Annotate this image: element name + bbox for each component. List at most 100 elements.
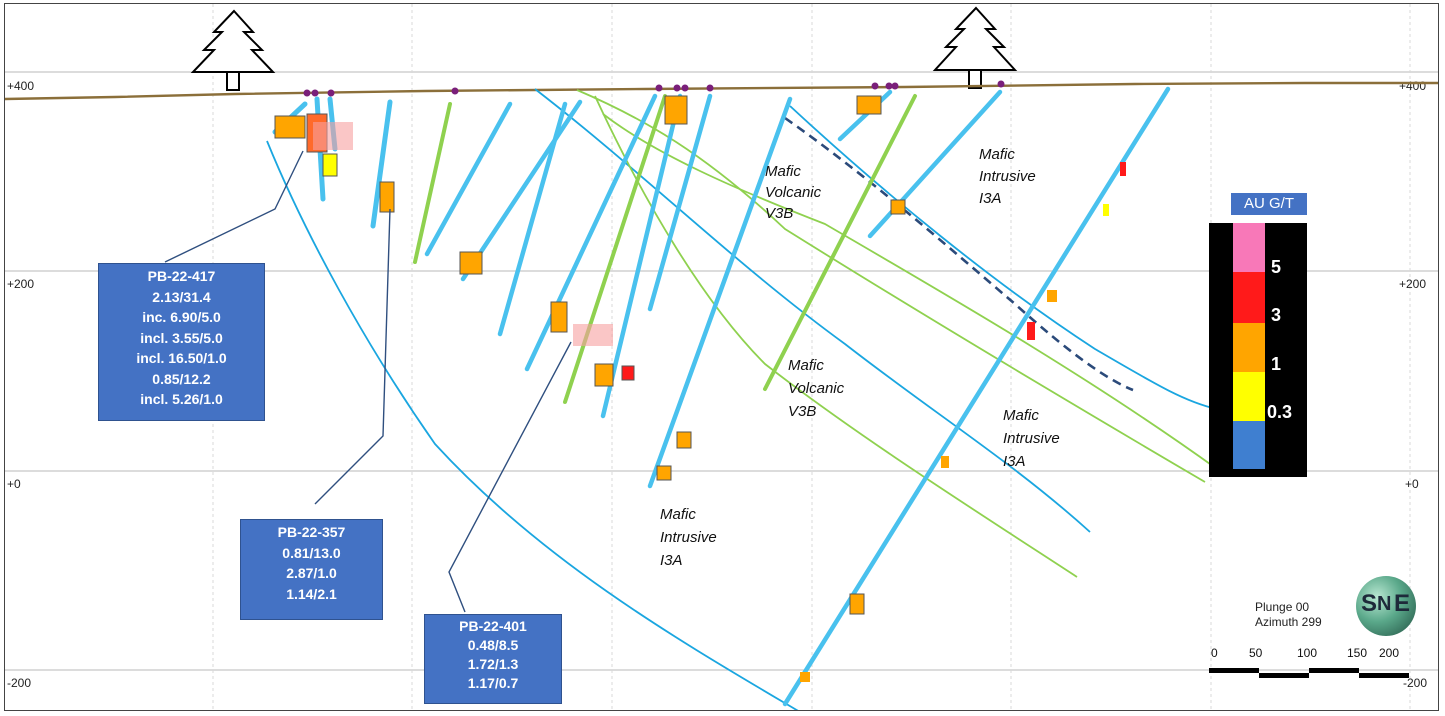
assay-interval — [313, 122, 353, 150]
unit-label-line: V3B — [788, 403, 816, 420]
assay-interval — [849, 593, 865, 615]
collars — [303, 80, 1005, 97]
section-view: +400 +400 +200 +200 +0 +0 -200 -200 — [4, 3, 1439, 711]
collar-marker — [673, 84, 681, 92]
elev-label-minus200-right: -200 — [1403, 676, 1427, 690]
callout-hole-id: PB-22-401 — [459, 618, 527, 634]
legend-label-5: 5 — [1271, 257, 1282, 277]
legend-swatch-base — [1233, 421, 1265, 469]
unit-label-line: Mafic — [1003, 407, 1039, 424]
assay-interval — [274, 115, 306, 139]
elev-label-400-right: +400 — [1399, 79, 1426, 93]
contact-blue-2 — [534, 88, 1091, 533]
unit-label-line: I3A — [979, 190, 1002, 207]
drillhole-trace — [460, 99, 583, 282]
scale-bar-graphic — [1209, 668, 1409, 678]
contact-green-2 — [594, 95, 1078, 578]
unit-label-line: Intrusive — [1003, 430, 1060, 447]
callout-assay: incl. 16.50/1.0 — [136, 350, 227, 366]
callout-pb-22-357: PB-22-357 0.81/13.0 2.87/1.0 1.14/2.1 — [240, 519, 383, 620]
legend-label-03: 0.3 — [1267, 402, 1293, 422]
collar-marker — [327, 89, 335, 97]
callout-assay: 2.13/31.4 — [152, 288, 211, 305]
leader-lines — [164, 150, 572, 613]
unit-label-v3b-top: Mafic Volcanic V3B — [765, 163, 822, 222]
contact-green-3 — [602, 113, 1218, 470]
assay-interval — [322, 153, 338, 177]
drillhole-trace — [600, 93, 683, 419]
scale-label: 0 — [1211, 646, 1218, 660]
collar-marker — [303, 89, 311, 97]
collar-marker — [891, 82, 899, 90]
callout-assay: 1.17/0.7 — [467, 675, 519, 691]
assay-interval — [941, 456, 949, 468]
plunge-label: Plunge 00 — [1255, 600, 1310, 614]
cross-section-canvas: +400 +400 +200 +200 +0 +0 -200 -200 — [5, 4, 1438, 710]
drillhole-trace — [837, 89, 893, 142]
collar-marker — [871, 82, 879, 90]
collar-marker — [451, 87, 459, 95]
leader-line-pb-22-357 — [314, 208, 391, 505]
unit-label-v3b-mid: Mafic Volcanic V3B — [788, 357, 845, 420]
callout-assay: 2.87/1.0 — [286, 565, 337, 581]
callout-assay: incl. 5.26/1.0 — [140, 391, 223, 407]
collar-marker — [681, 84, 689, 92]
assay-interval — [459, 251, 483, 275]
fault-dashed — [784, 116, 1134, 392]
callout-assay: incl. 3.55/5.0 — [140, 329, 223, 346]
unit-label-line: Intrusive — [660, 529, 717, 546]
leader-line-pb-22-401 — [448, 341, 572, 613]
collar-marker — [706, 84, 714, 92]
unit-label-line: I3A — [660, 552, 683, 569]
drillhole-trace — [497, 101, 568, 337]
callout-hole-id: PB-22-417 — [147, 268, 216, 284]
legend-label-3: 3 — [1271, 305, 1282, 325]
assay-interval — [800, 672, 810, 682]
legend-swatch-5 — [1233, 223, 1265, 272]
contact-blue-3 — [789, 105, 1218, 410]
assay-interval — [664, 95, 688, 125]
unit-label-i3a-bottom: Mafic Intrusive I3A — [660, 506, 717, 569]
assay-interval — [676, 431, 692, 449]
callout-assay: 1.72/1.3 — [467, 656, 519, 672]
assay-interval — [379, 181, 395, 213]
assay-interval — [573, 324, 613, 346]
unit-label-i3a-top: Mafic Intrusive I3A — [979, 146, 1036, 207]
azimuth-label: Azimuth 299 — [1255, 615, 1322, 629]
assay-interval — [890, 199, 906, 215]
logo-letter: N — [1377, 593, 1392, 615]
callout-assay: 0.85/12.2 — [152, 370, 211, 387]
callout-pb-22-401: PB-22-401 0.48/8.5 1.72/1.3 1.17/0.7 — [424, 614, 562, 704]
elev-label-0-left: +0 — [7, 477, 21, 491]
topography-line — [5, 81, 1438, 101]
callout-pb-22-417: PB-22-417 2.13/31.4 inc. 6.90/5.0 incl. … — [98, 263, 265, 421]
legend-label-1: 1 — [1271, 354, 1282, 374]
elev-label-200-right: +200 — [1399, 277, 1426, 291]
scale-label: 200 — [1379, 646, 1400, 660]
assay-interval — [1103, 204, 1109, 216]
unit-label-line: Volcanic — [765, 184, 822, 201]
collar-marker — [997, 80, 1005, 88]
unit-label-line: Mafic — [788, 357, 824, 374]
scale-label: 100 — [1297, 646, 1318, 660]
assay-interval — [656, 465, 672, 481]
unit-label-line: Mafic — [979, 146, 1015, 163]
contact-blue-1 — [266, 140, 799, 710]
logo-letter: E — [1394, 590, 1411, 617]
scale-bar: 0 50 100 150 200 — [1209, 646, 1409, 686]
unit-label-line: Volcanic — [788, 380, 845, 397]
legend-title: AU G/T — [1231, 193, 1307, 215]
callout-assay: inc. 6.90/5.0 — [142, 309, 221, 325]
drillhole-trace — [424, 101, 513, 257]
drillhole-trace — [763, 94, 917, 391]
company-logo-icon: S N E — [1356, 576, 1416, 636]
drillhole-trace — [524, 93, 658, 372]
contacts — [266, 88, 1218, 710]
scale-label: 150 — [1347, 646, 1368, 660]
tree-icon — [190, 9, 276, 91]
drillhole-trace — [867, 89, 1003, 239]
unit-label-line: Intrusive — [979, 168, 1036, 185]
assay-interval — [1120, 162, 1126, 176]
callout-assay: 0.48/8.5 — [467, 637, 519, 653]
collar-marker — [311, 89, 319, 97]
